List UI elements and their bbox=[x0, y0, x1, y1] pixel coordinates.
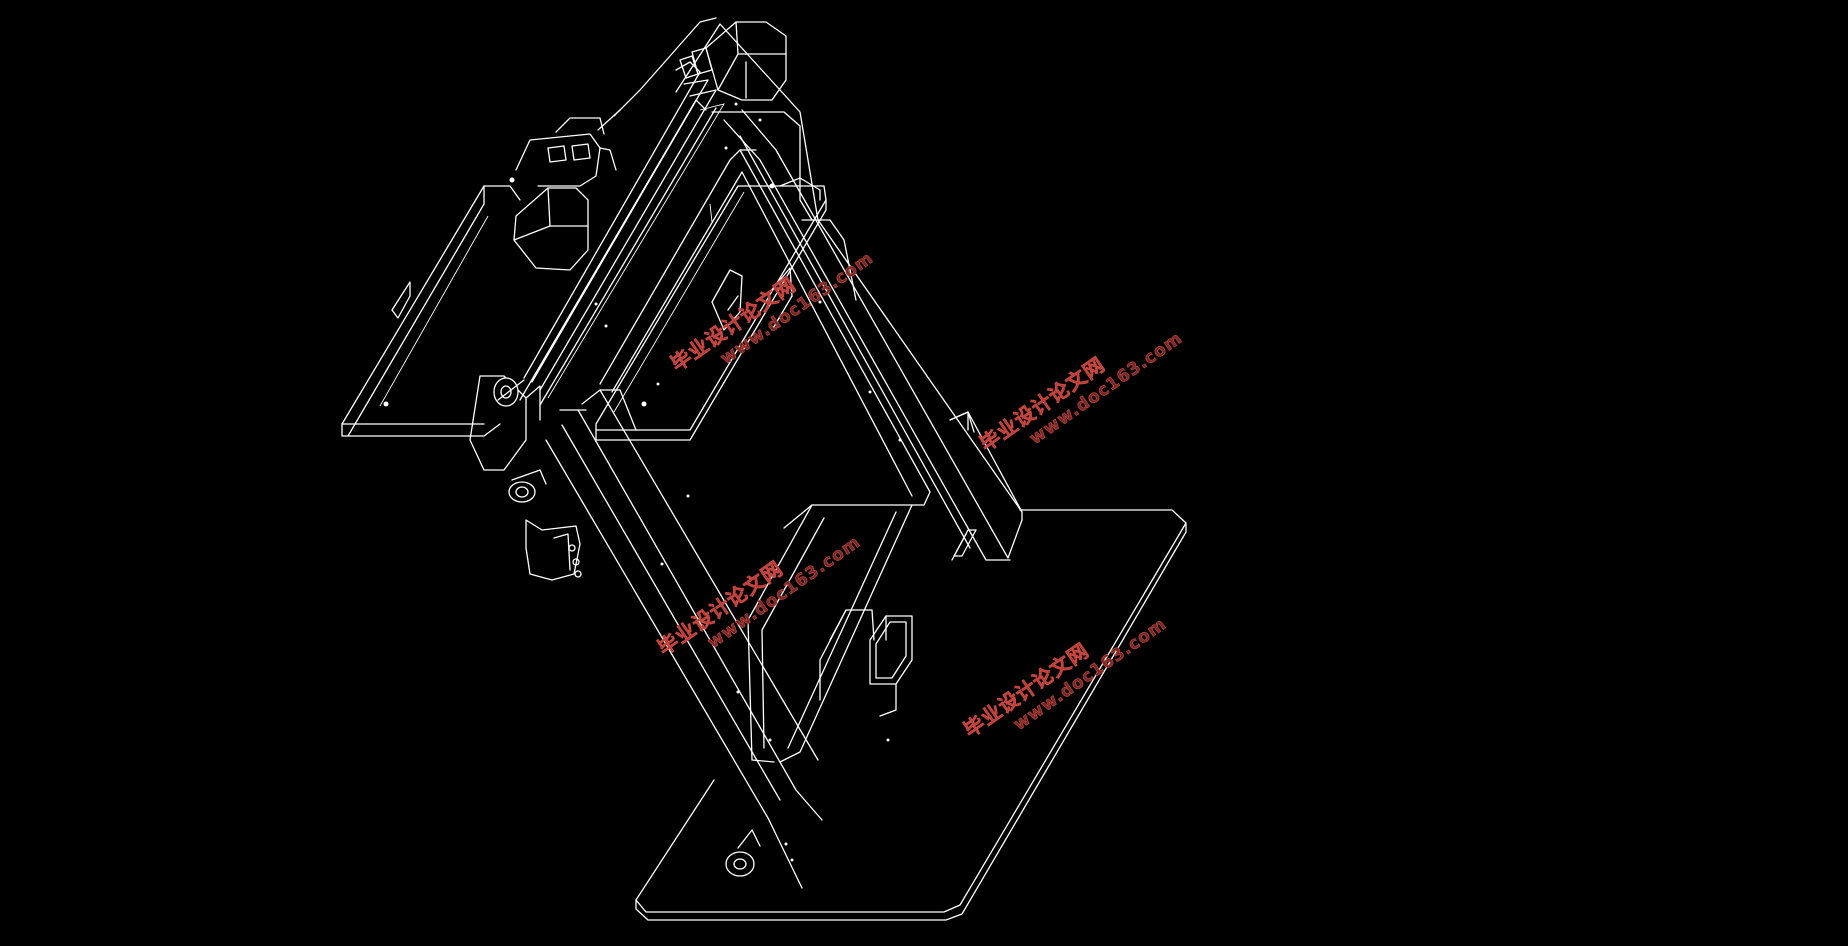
carriage-bearing-block bbox=[469, 375, 541, 471]
bottom-pulley bbox=[725, 829, 761, 877]
side-flange-block bbox=[949, 411, 1023, 561]
rear-carriage-plate bbox=[341, 185, 521, 437]
watermark-4: 毕业设计论文网 www.doc163.com bbox=[959, 614, 1171, 742]
carriage-stepper-motor bbox=[513, 117, 617, 271]
right-column-frame bbox=[711, 109, 1023, 561]
watermark-3: 毕业设计论文网 www.doc163.com bbox=[653, 532, 865, 660]
lower-cutout-box bbox=[869, 615, 913, 717]
base-plate bbox=[635, 509, 1187, 921]
watermark-2: 毕业设计论文网 www.doc163.com bbox=[975, 328, 1187, 456]
front-carriage-plate bbox=[595, 185, 827, 441]
lower-window bbox=[747, 504, 875, 763]
fastener-holes bbox=[383, 102, 902, 862]
left-frame-plate bbox=[519, 23, 1023, 889]
lower-pulley bbox=[508, 469, 582, 581]
top-stepper-motor bbox=[679, 21, 787, 101]
